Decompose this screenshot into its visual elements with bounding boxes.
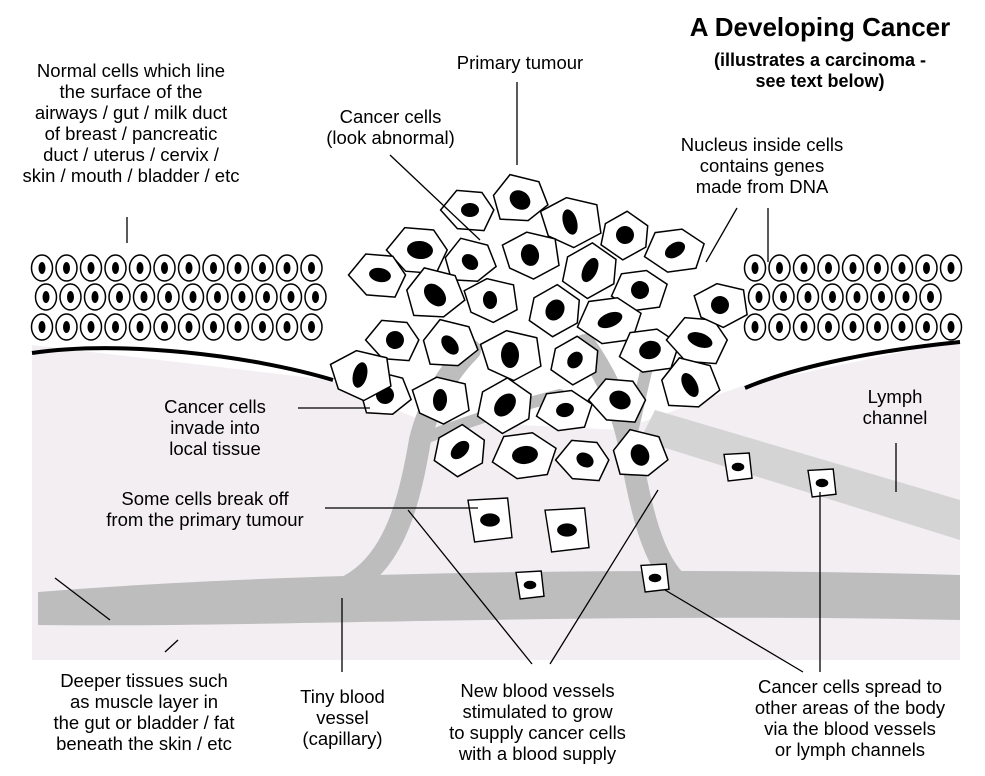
normal-cell [916, 255, 937, 281]
normal-cell [794, 314, 815, 340]
normal-cell [252, 255, 273, 281]
normal-cell [36, 284, 57, 310]
cancer-cell [563, 243, 616, 299]
label-deeper-tissues: Deeper tissues such as muscle layer in t… [20, 670, 268, 754]
normal-cell [183, 284, 204, 310]
label-normal-cells: Normal cells which line the surface of t… [0, 60, 262, 186]
normal-cell [301, 314, 322, 340]
normal-cell [179, 314, 200, 340]
normal-cell [154, 314, 175, 340]
normal-cell [32, 255, 53, 281]
normal-cell [843, 255, 864, 281]
normal-cell [203, 255, 224, 281]
breakaway-cancer-cell [641, 564, 669, 592]
normal-cell [745, 255, 766, 281]
normal-cell [941, 314, 962, 340]
normal-cell [892, 314, 913, 340]
label-break-off: Some cells break off from the primary tu… [85, 488, 325, 530]
cancer-cell [537, 391, 593, 431]
normal-cell [228, 314, 249, 340]
normal-cell [81, 314, 102, 340]
diagram-title: A Developing Cancer [660, 12, 980, 42]
normal-cell [822, 284, 843, 310]
normal-cell [892, 255, 913, 281]
cancer-cell [494, 175, 548, 221]
normal-cell [232, 284, 253, 310]
normal-cell [281, 284, 302, 310]
normal-cell [81, 255, 102, 281]
breakaway-cancer-cell [545, 508, 589, 552]
normal-cell [798, 284, 819, 310]
diagram-subtitle: (illustrates a carcinoma - see text belo… [660, 50, 980, 92]
breakaway-cancer-cell [808, 469, 836, 497]
normal-cell [769, 255, 790, 281]
label-cancer-cells-abnormal: Cancer cells (look abnormal) [298, 106, 483, 148]
normal-cell [252, 314, 273, 340]
normal-cell [277, 255, 298, 281]
cancer-cell [645, 229, 705, 272]
label-spread: Cancer cells spread to other areas of th… [720, 676, 980, 760]
normal-cell [794, 255, 815, 281]
normal-cell [109, 284, 130, 310]
normal-cell [56, 314, 77, 340]
cancer-cell [601, 211, 648, 260]
label-primary-tumour: Primary tumour [420, 52, 620, 73]
normal-cell [843, 314, 864, 340]
normal-cell [154, 255, 175, 281]
normal-cell [158, 284, 179, 310]
cancer-cell [464, 279, 517, 323]
normal-cell [130, 255, 151, 281]
normal-cell [256, 284, 277, 310]
normal-cell [773, 284, 794, 310]
normal-cell [818, 314, 839, 340]
normal-cell [867, 314, 888, 340]
normal-cell [941, 255, 962, 281]
normal-cell [847, 284, 868, 310]
normal-cell [203, 314, 224, 340]
normal-cell [305, 284, 326, 310]
normal-cell [745, 314, 766, 340]
normal-cell [867, 255, 888, 281]
normal-cell [105, 314, 126, 340]
label-capillary: Tiny blood vessel (capillary) [280, 686, 405, 749]
normal-cell [56, 255, 77, 281]
cancer-cell [481, 331, 541, 381]
normal-cell [277, 314, 298, 340]
breakaway-cancer-cell [468, 498, 512, 542]
normal-cell [130, 314, 151, 340]
label-lymph-channel: Lymph channel [830, 386, 960, 428]
breakaway-cancer-cell [724, 453, 752, 481]
normal-cell [769, 314, 790, 340]
normal-cell [818, 255, 839, 281]
normal-cell [871, 284, 892, 310]
label-invade: Cancer cells invade into local tissue [140, 396, 290, 459]
normal-cell [60, 284, 81, 310]
normal-cell [32, 314, 53, 340]
normal-cell [134, 284, 155, 310]
label-new-blood-vessels: New blood vessels stimulated to grow to … [420, 680, 655, 764]
normal-cell [749, 284, 770, 310]
normal-cell [179, 255, 200, 281]
normal-cell [207, 284, 228, 310]
label-nucleus: Nucleus inside cells contains genes made… [662, 134, 862, 197]
breakaway-cancer-cell [516, 571, 544, 599]
normal-cell [301, 255, 322, 281]
normal-cell [920, 284, 941, 310]
normal-cell [228, 255, 249, 281]
cancer-cell [529, 285, 579, 337]
normal-cell [916, 314, 937, 340]
normal-cell [105, 255, 126, 281]
normal-cell [896, 284, 917, 310]
normal-cell [85, 284, 106, 310]
cancer-cell [502, 232, 559, 279]
